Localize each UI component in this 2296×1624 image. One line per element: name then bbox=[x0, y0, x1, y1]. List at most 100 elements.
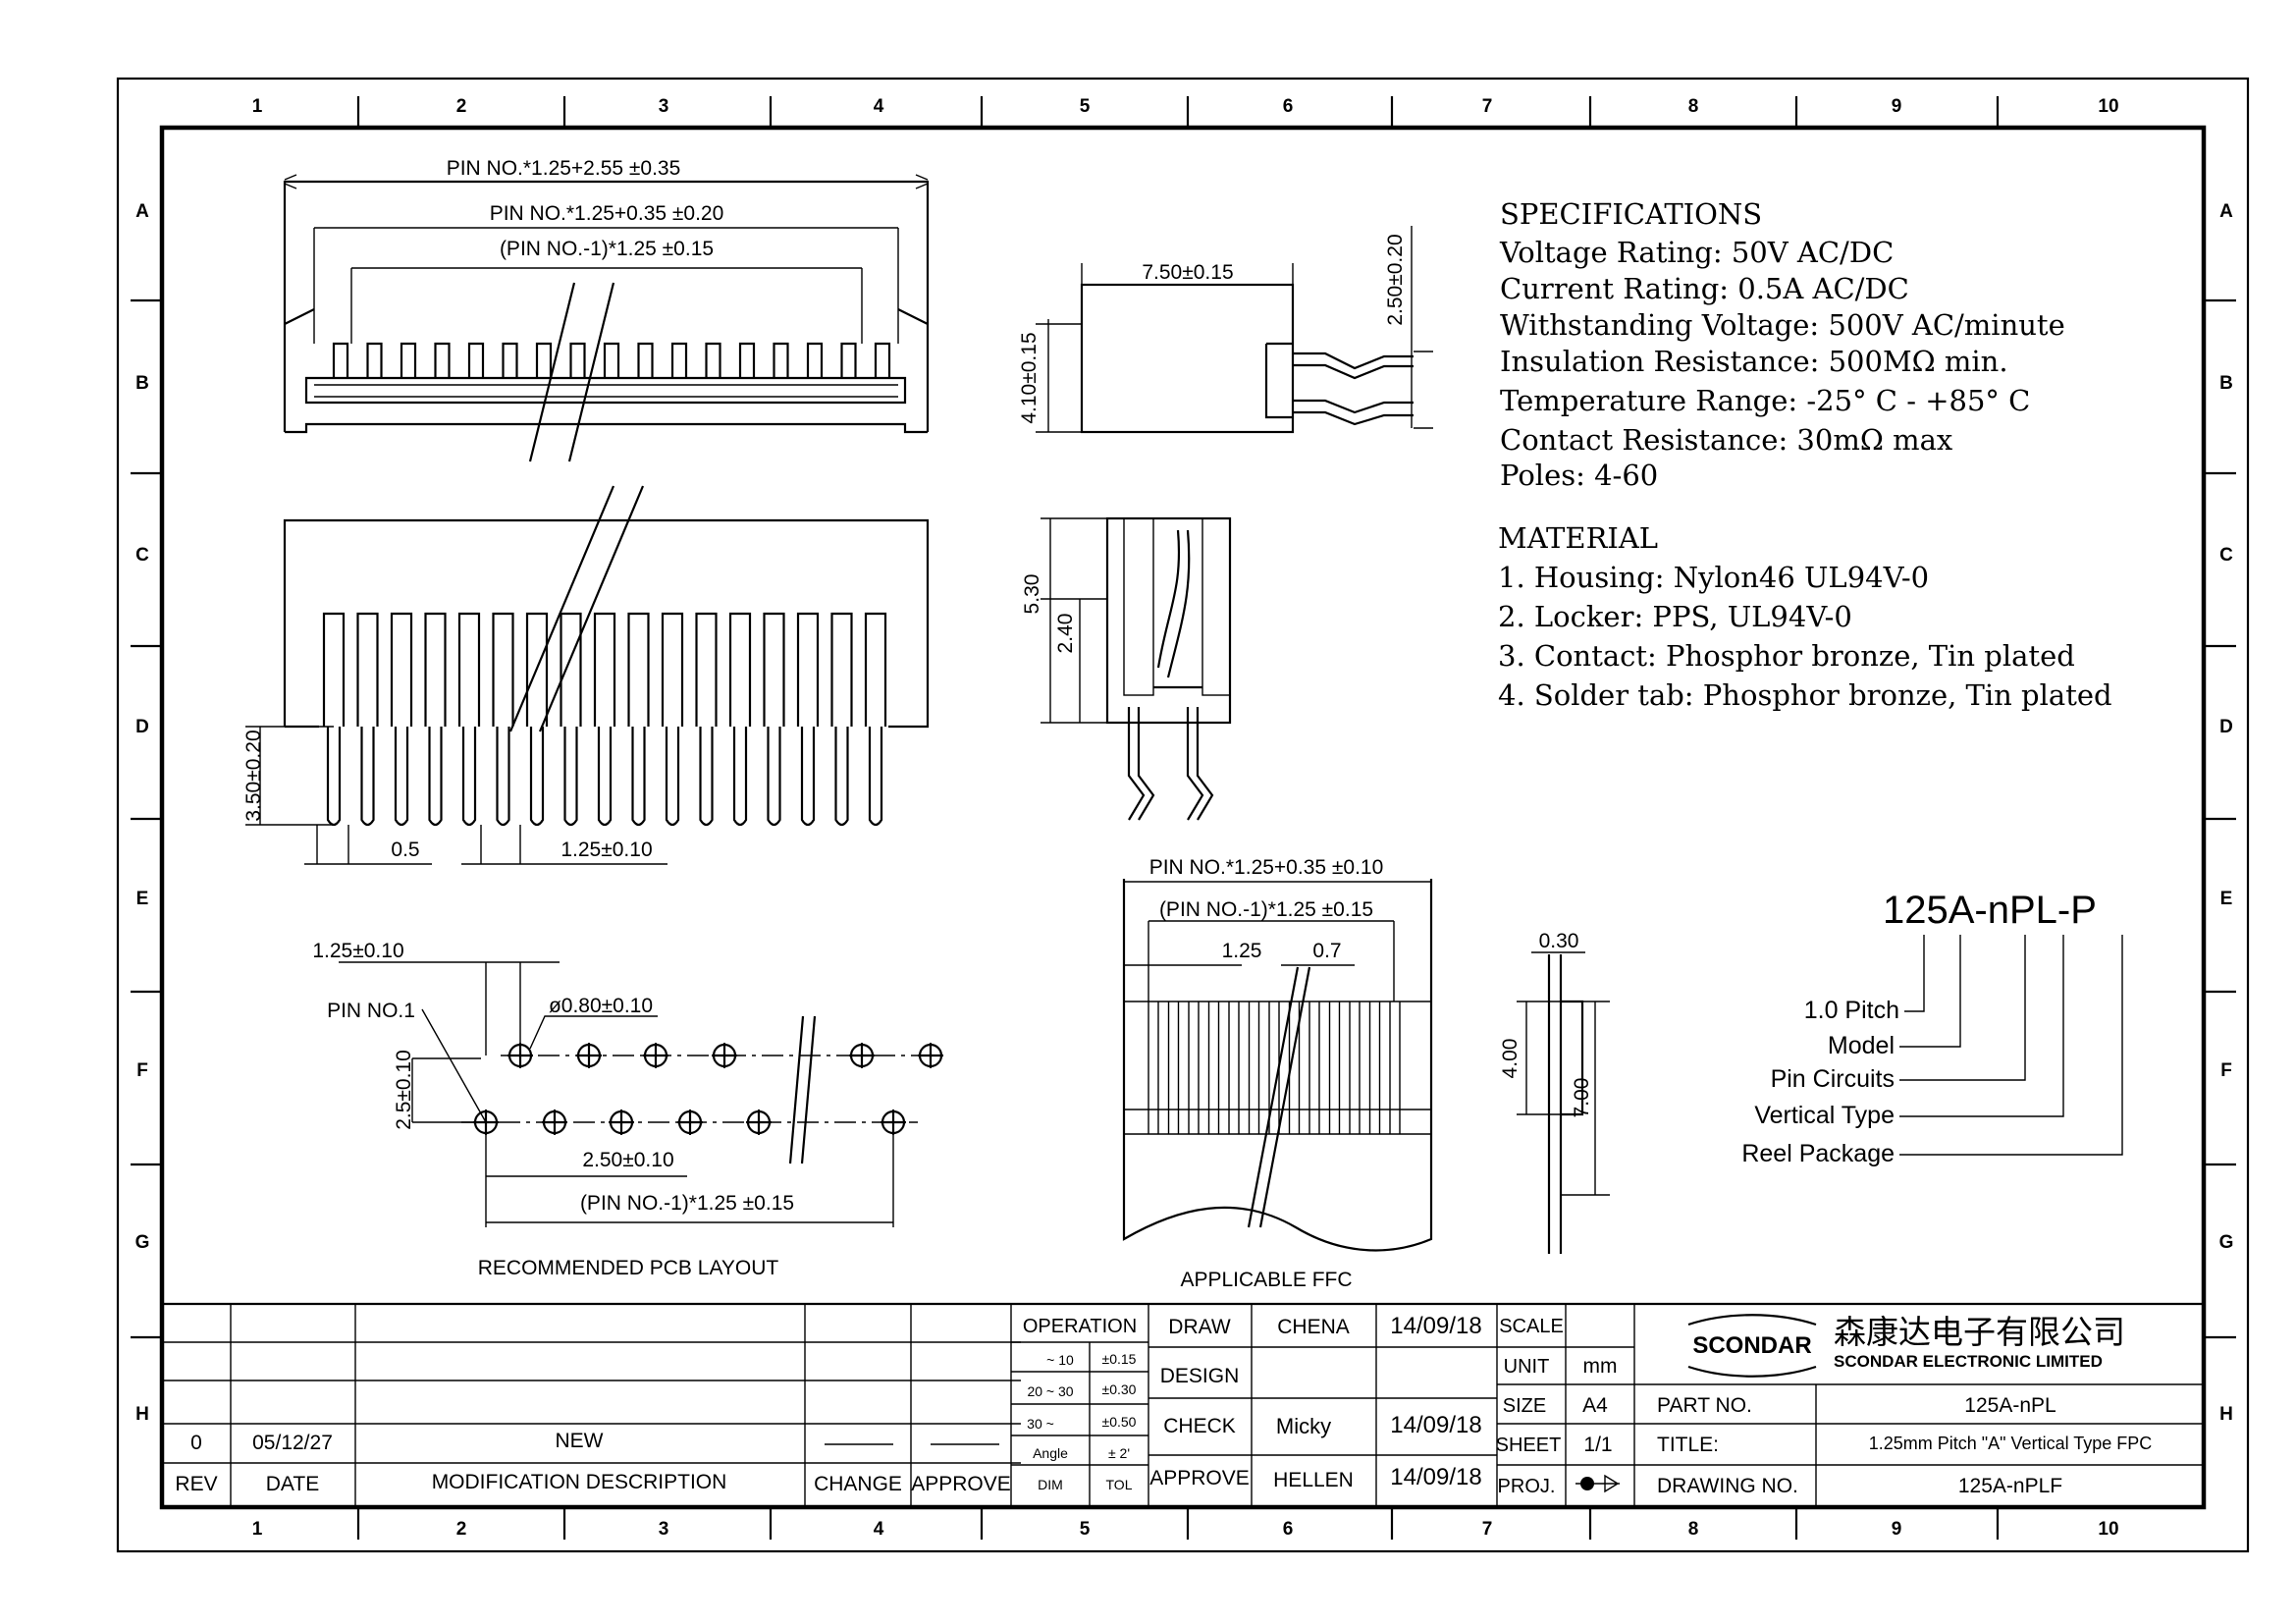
date-value: 05/12/27 bbox=[252, 1432, 333, 1454]
col-marker: 5 bbox=[1080, 1519, 1091, 1540]
row-markers: A B C D E F G H A B C D E F G H bbox=[135, 201, 2234, 1425]
pcb-layout-title: RECOMMENDED PCB LAYOUT bbox=[478, 1257, 779, 1279]
drawing-frame bbox=[116, 77, 2250, 1553]
col-marker: 1 bbox=[252, 1519, 263, 1540]
check-label: CHECK bbox=[1163, 1415, 1236, 1437]
specifications: SPECIFICATIONS Voltage Rating: 50V AC/DC… bbox=[1498, 197, 2112, 712]
date-header: DATE bbox=[266, 1473, 319, 1495]
legend-item: Reel Package bbox=[1741, 1140, 1895, 1167]
dim-span: (PIN NO.-1)*1.25 ±0.15 bbox=[1159, 898, 1373, 921]
front-view: 3.50±0.20 0.5 1.25±0.10 bbox=[242, 485, 930, 865]
dim-lower: 2.40 bbox=[1054, 614, 1077, 654]
size-label: SIZE bbox=[1503, 1395, 1546, 1417]
dim-stiffener: 4.00 bbox=[1499, 1039, 1522, 1079]
side-view: 7.50±0.15 4.10±0.15 2.50±0.20 bbox=[1018, 226, 1433, 434]
col-marker: 9 bbox=[1892, 96, 1902, 117]
row-marker: D bbox=[135, 717, 149, 737]
dim-span: (PIN NO.-1)*1.25 ±0.15 bbox=[580, 1192, 794, 1215]
company-logo: SCONDAR bbox=[1687, 1314, 1817, 1378]
material-line: 2. Locker: PPS, UL94V-0 bbox=[1498, 600, 1852, 633]
draw-name: CHENA bbox=[1277, 1316, 1350, 1338]
spec-line: Current Rating: 0.5A AC/DC bbox=[1500, 272, 1909, 305]
spec-line: Poles: 4-60 bbox=[1500, 459, 1658, 492]
col-marker: 7 bbox=[1482, 96, 1493, 117]
unit-label: UNIT bbox=[1504, 1356, 1550, 1378]
projection-symbol-icon bbox=[1575, 1474, 1620, 1493]
draw-label: DRAW bbox=[1168, 1316, 1231, 1338]
approve-label: APPROVE bbox=[1149, 1467, 1250, 1489]
row-marker: F bbox=[136, 1060, 148, 1081]
spec-line: Insulation Resistance: 500MΩ min. bbox=[1500, 345, 2008, 378]
spec-line: Contact Resistance: 30mΩ max bbox=[1500, 423, 1952, 457]
dim-width: 7.50±0.15 bbox=[1142, 261, 1233, 284]
dim-total: 5.30 bbox=[1021, 574, 1043, 615]
tol-range: 30 ~ bbox=[1027, 1416, 1054, 1432]
part-no-value: 125A-nPL bbox=[1964, 1394, 2056, 1417]
row-marker: B bbox=[2219, 373, 2233, 394]
material-line: 3. Contact: Phosphor bronze, Tin plated bbox=[1498, 639, 2075, 673]
dim-thickness: 0.30 bbox=[1539, 930, 1579, 952]
column-markers: 1 2 3 4 5 6 7 8 9 10 1 2 3 4 5 6 7 8 9 1… bbox=[252, 96, 2119, 1540]
col-marker: 2 bbox=[456, 1519, 467, 1540]
dim-tab: 2.50±0.20 bbox=[1384, 234, 1407, 325]
tol-label: TOL bbox=[1106, 1477, 1133, 1492]
row-marker: A bbox=[2219, 201, 2233, 222]
row-marker: E bbox=[136, 889, 149, 909]
row-ticks bbox=[131, 298, 2236, 1339]
col-marker: 5 bbox=[1080, 96, 1091, 117]
row-marker: G bbox=[135, 1232, 150, 1253]
logo-text: SCONDAR bbox=[1692, 1332, 1811, 1359]
draw-date: 14/09/18 bbox=[1390, 1313, 1481, 1339]
col-marker: 6 bbox=[1283, 1519, 1294, 1540]
col-marker: 8 bbox=[1688, 1519, 1699, 1540]
row-marker: E bbox=[2220, 889, 2233, 909]
approve-name: HELLEN bbox=[1273, 1469, 1354, 1491]
size-value: A4 bbox=[1582, 1394, 1608, 1417]
material-line: 1. Housing: Nylon46 UL94V-0 bbox=[1498, 561, 1929, 594]
col-marker: 3 bbox=[659, 96, 669, 117]
legend-item: 1.0 Pitch bbox=[1804, 997, 1899, 1024]
dim-label: DIM bbox=[1038, 1477, 1063, 1492]
section-view: 5.30 2.40 bbox=[1021, 516, 1232, 821]
row-marker: D bbox=[2219, 717, 2233, 737]
specifications-title: SPECIFICATIONS bbox=[1500, 197, 1762, 231]
col-marker: 6 bbox=[1283, 96, 1294, 117]
column-ticks bbox=[356, 96, 2000, 1540]
dim-conductor: 0.7 bbox=[1312, 940, 1341, 962]
ffc-view: PIN NO.*1.25+0.35 ±0.10 (PIN NO.-1)*1.25… bbox=[1122, 856, 1610, 1291]
part-code: 125A-nPL-P 1.0 Pitch Model Pin Circuits … bbox=[1741, 889, 2123, 1167]
col-marker: 4 bbox=[874, 1519, 884, 1540]
scale-label: SCALE bbox=[1499, 1316, 1564, 1337]
legend-item: Vertical Type bbox=[1754, 1102, 1895, 1129]
tol-range: 20 ~ 30 bbox=[1027, 1383, 1073, 1399]
title-label: TITLE: bbox=[1657, 1434, 1719, 1456]
angle-label: Angle bbox=[1033, 1445, 1068, 1461]
dim-hole: ø0.80±0.10 bbox=[549, 995, 653, 1017]
change-header: CHANGE bbox=[814, 1473, 902, 1495]
part-code-text: 125A-nPL-P bbox=[1883, 889, 2097, 932]
spec-line: Withstanding Voltage: 500V AC/minute bbox=[1500, 308, 2065, 342]
approve-date: 14/09/18 bbox=[1390, 1464, 1481, 1490]
dim-pitch: 2.50±0.10 bbox=[582, 1149, 673, 1171]
row-marker: C bbox=[135, 545, 149, 566]
title-block: 0 05/12/27 NEW REV DATE MODIFICATION DES… bbox=[162, 1302, 2204, 1507]
dim-length: 7.00 bbox=[1571, 1078, 1593, 1118]
col-marker: 9 bbox=[1892, 1519, 1902, 1540]
proj-label: PROJ. bbox=[1498, 1476, 1556, 1497]
tol-value: ±0.15 bbox=[1102, 1351, 1137, 1367]
unit-value: mm bbox=[1583, 1355, 1618, 1378]
dim-width: PIN NO.*1.25+0.35 ±0.10 bbox=[1149, 856, 1384, 879]
rev-value: 0 bbox=[190, 1432, 202, 1454]
dim-lead: 0.5 bbox=[391, 839, 419, 861]
company-name-en: SCONDAR ELECTRONIC LIMITED bbox=[1834, 1352, 2103, 1371]
row-marker: C bbox=[2219, 545, 2233, 566]
col-marker: 8 bbox=[1688, 96, 1699, 117]
rev-header: REV bbox=[175, 1473, 217, 1495]
check-name: Micky bbox=[1276, 1414, 1331, 1438]
col-marker: 3 bbox=[659, 1519, 669, 1540]
material-title: MATERIAL bbox=[1498, 521, 1658, 555]
part-no-label: PART NO. bbox=[1657, 1394, 1752, 1417]
legend-item: Pin Circuits bbox=[1771, 1065, 1895, 1093]
dim-pitch: 1.25 bbox=[1222, 940, 1262, 962]
row-marker: G bbox=[2219, 1232, 2234, 1253]
